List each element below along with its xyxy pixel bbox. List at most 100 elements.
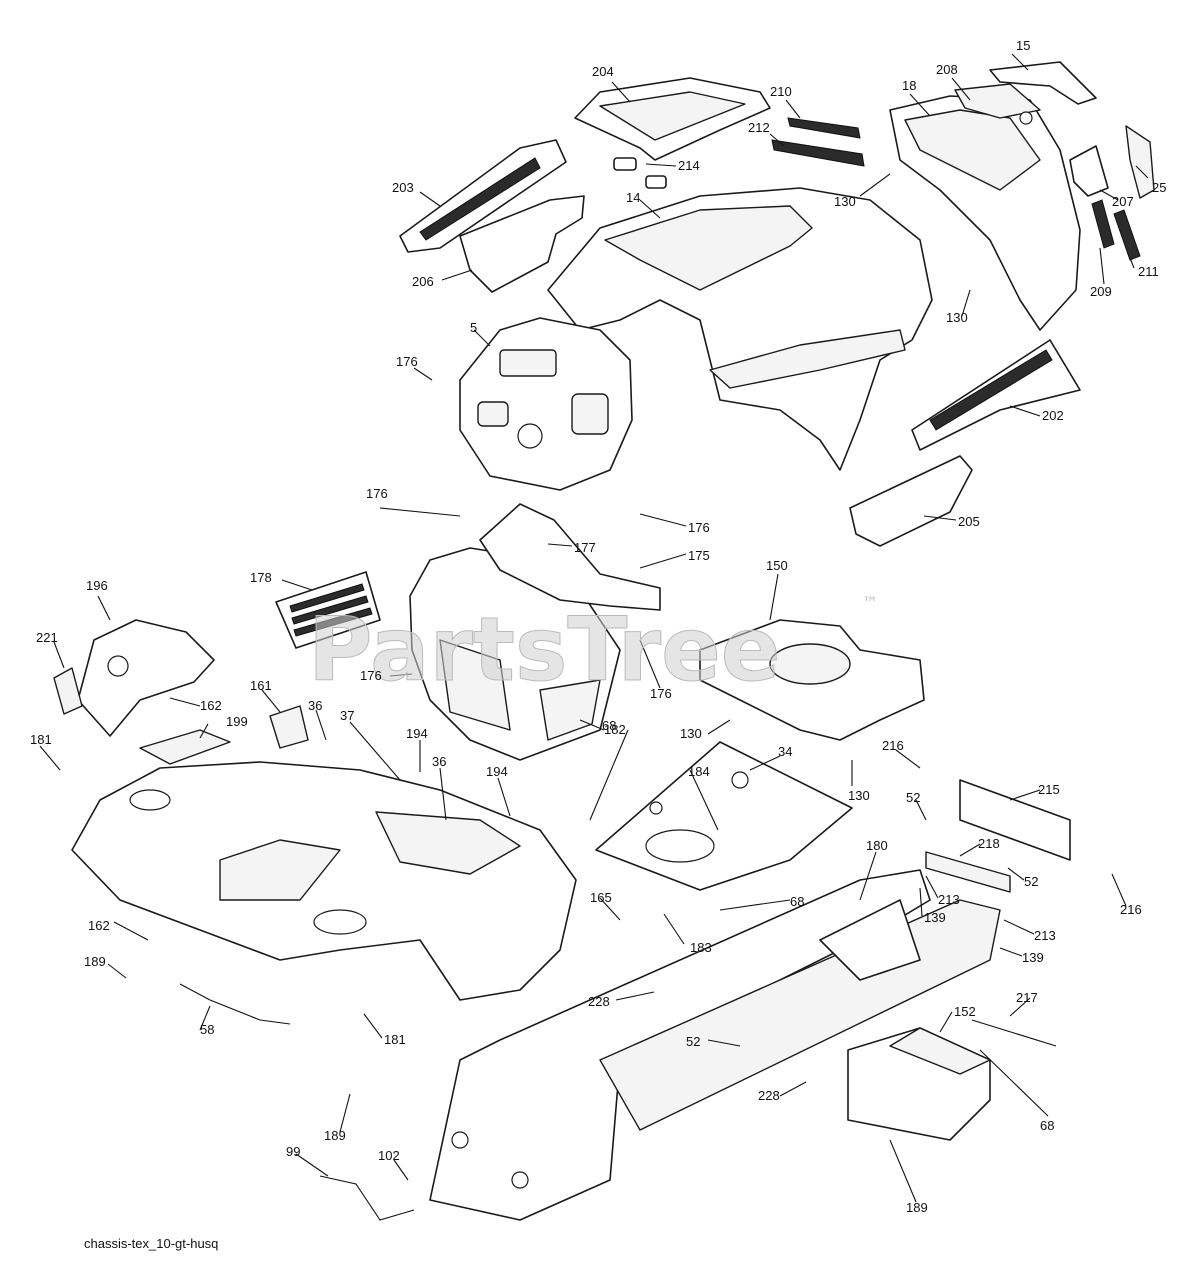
part-34-mount-plate xyxy=(595,741,853,891)
callout-152: 152 xyxy=(954,1004,976,1019)
part-205-bumper xyxy=(849,455,973,547)
callout-36-b: 36 xyxy=(432,754,446,769)
callout-34: 34 xyxy=(778,744,792,759)
part-196-seat-pan xyxy=(77,619,215,737)
callout-181-a: 181 xyxy=(30,732,52,747)
callout-162-b: 162 xyxy=(88,918,110,933)
callout-213-a: 213 xyxy=(938,892,960,907)
callout-102: 102 xyxy=(378,1148,400,1163)
callout-15: 15 xyxy=(1016,38,1030,53)
callout-177: 177 xyxy=(574,540,596,555)
callout-180: 180 xyxy=(866,838,888,853)
callout-213-b: 213 xyxy=(1034,928,1056,943)
callout-130-b: 130 xyxy=(946,310,968,325)
part-207-25-lights xyxy=(1069,125,1155,199)
callout-130-d: 130 xyxy=(848,788,870,803)
part-152-battery-box xyxy=(847,1027,991,1141)
callout-211: 211 xyxy=(1138,264,1159,279)
callout-labels: 15 204 208 210 18 212 214 25 203 130 207… xyxy=(30,38,1166,1215)
callout-189-a: 189 xyxy=(84,954,106,969)
part-221-bracket xyxy=(53,667,83,715)
callout-52-a: 52 xyxy=(906,790,920,805)
callout-139-a: 139 xyxy=(924,910,946,925)
part-58-rod xyxy=(179,983,291,1025)
callout-189-b: 189 xyxy=(324,1128,346,1143)
callout-208: 208 xyxy=(936,62,958,77)
part-218-bracket xyxy=(925,851,1011,893)
callout-99: 99 xyxy=(286,1144,300,1159)
callout-68-b: 68 xyxy=(790,894,804,909)
callout-194-b: 194 xyxy=(486,764,508,779)
callout-139-b: 139 xyxy=(1022,950,1044,965)
part-210-212-strips xyxy=(771,117,865,167)
callout-194-a: 194 xyxy=(406,726,428,741)
callout-176-b: 176 xyxy=(366,486,388,501)
callout-189-c: 189 xyxy=(906,1200,928,1215)
part-14-main-hood xyxy=(547,187,933,471)
part-5-dash-panel xyxy=(459,317,633,491)
callout-184: 184 xyxy=(688,764,710,779)
callout-178: 178 xyxy=(250,570,272,585)
part-217-rod xyxy=(971,1019,1057,1047)
part-203-side-grille xyxy=(399,139,567,253)
callout-217: 217 xyxy=(1016,990,1038,1005)
callout-206: 206 xyxy=(412,274,434,289)
callout-203: 203 xyxy=(392,180,414,195)
callout-212: 212 xyxy=(748,120,770,135)
partstree-watermark: PartsTree xyxy=(308,598,780,701)
callout-162-a: 162 xyxy=(200,698,222,713)
callout-58: 58 xyxy=(200,1022,214,1037)
leader-lines xyxy=(39,53,1149,1203)
part-150-battery-tray xyxy=(699,619,925,741)
callout-204: 204 xyxy=(592,64,614,79)
callout-130-a: 130 xyxy=(834,194,856,209)
callout-218: 218 xyxy=(978,836,1000,851)
callout-210: 210 xyxy=(770,84,792,99)
callout-176-d: 176 xyxy=(360,668,382,683)
part-fender xyxy=(71,761,577,1001)
diagram-caption: chassis-tex_10-gt-husq xyxy=(84,1236,219,1251)
callout-176-e: 176 xyxy=(650,686,672,701)
callout-18: 18 xyxy=(902,78,916,93)
callout-14: 14 xyxy=(626,190,640,205)
callout-182: 182 xyxy=(604,722,626,737)
part-215-bar xyxy=(959,779,1071,861)
callout-176-a: 176 xyxy=(396,354,418,369)
callout-205: 205 xyxy=(958,514,980,529)
callout-216-a: 216 xyxy=(882,738,904,753)
callout-214: 214 xyxy=(678,158,700,173)
callout-228-a: 228 xyxy=(588,994,610,1009)
callout-196: 196 xyxy=(86,578,108,593)
callout-52-c: 52 xyxy=(686,1034,700,1049)
watermark-tm: ™ xyxy=(862,593,878,612)
part-175-bracket xyxy=(479,503,661,611)
callout-215: 215 xyxy=(1038,782,1060,797)
callout-37: 37 xyxy=(340,708,354,723)
callout-150: 150 xyxy=(766,558,788,573)
callout-68-c: 68 xyxy=(1040,1118,1054,1133)
callout-228-b: 228 xyxy=(758,1088,780,1103)
callout-52-b: 52 xyxy=(1024,874,1038,889)
part-204-hood-panel xyxy=(574,77,771,161)
part-202-front-grille xyxy=(911,339,1081,451)
callout-175: 175 xyxy=(688,548,710,563)
part-199-plate xyxy=(139,729,231,765)
callout-199: 199 xyxy=(226,714,248,729)
callout-165: 165 xyxy=(590,890,612,905)
part-15-trim xyxy=(989,61,1097,105)
callout-183: 183 xyxy=(690,940,712,955)
part-161-plate xyxy=(269,705,309,749)
callout-176-c: 176 xyxy=(688,520,710,535)
part-178-vent xyxy=(275,571,381,649)
callout-207: 207 xyxy=(1112,194,1134,209)
part-206-bracket xyxy=(459,195,585,293)
callout-202: 202 xyxy=(1042,408,1064,423)
callout-130-c: 130 xyxy=(680,726,702,741)
callout-209: 209 xyxy=(1090,284,1112,299)
part-99-rod xyxy=(319,1175,415,1221)
callout-25: 25 xyxy=(1152,180,1166,195)
callout-221: 221 xyxy=(36,630,58,645)
callout-36-a: 36 xyxy=(308,698,322,713)
part-214-clips xyxy=(613,157,667,189)
